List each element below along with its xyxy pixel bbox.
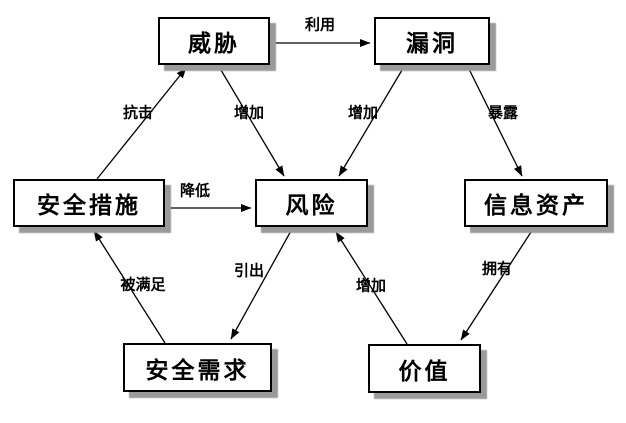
edge-label-expose: 暴露 (487, 103, 519, 122)
edge-label-derive: 引出 (233, 261, 265, 280)
edge-label-own: 拥有 (481, 259, 513, 278)
edge-label-resist: 抗击 (122, 103, 154, 122)
edge-label-reduce: 降低 (179, 181, 211, 200)
node-risk: 风险 (255, 179, 368, 227)
node-threat: 威胁 (158, 17, 270, 65)
edge-lines (93, 39, 534, 345)
node-value: 价值 (368, 344, 481, 393)
edge-label-satisfied-by: 被满足 (120, 275, 166, 294)
node-vulnerability: 漏洞 (374, 17, 490, 65)
edge-label-exploit: 利用 (304, 15, 336, 34)
edge-label-increase-by-value: 增加 (355, 276, 387, 295)
edge-label-increase-by-threat: 增加 (233, 103, 265, 122)
node-security-requirements: 安全需求 (123, 343, 272, 392)
node-information-assets: 信息资产 (464, 179, 608, 227)
edge-label-increase-by-vulnerability: 增加 (347, 103, 379, 122)
node-security-measures: 安全措施 (13, 179, 165, 227)
